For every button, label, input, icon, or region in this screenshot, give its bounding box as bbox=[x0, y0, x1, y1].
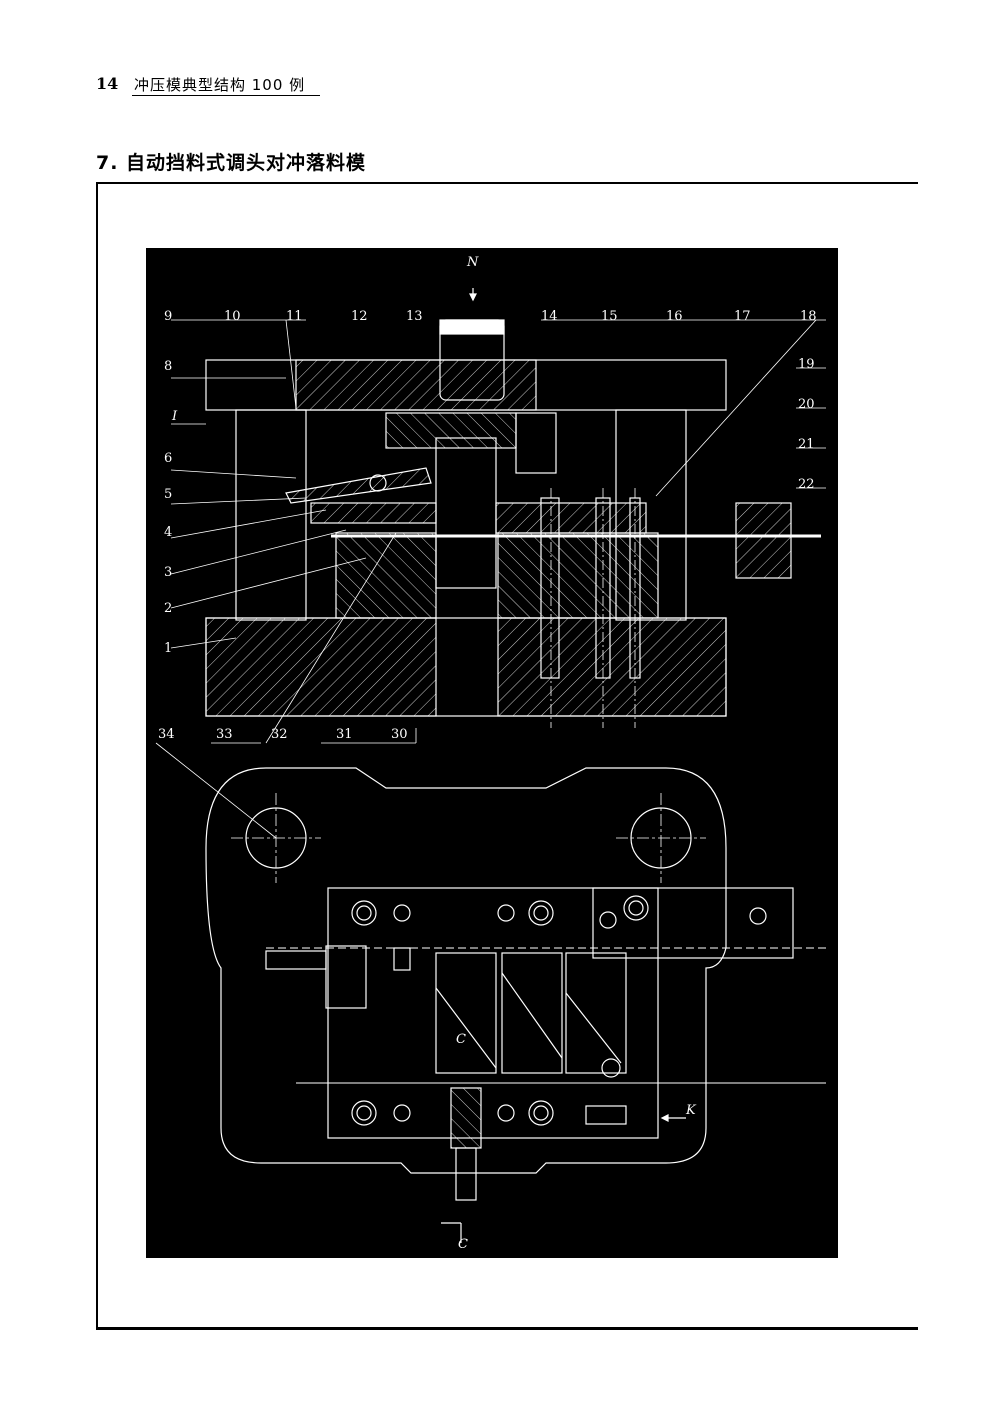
callout-15: 15 bbox=[601, 309, 618, 324]
callout-labels: N I 9 10 11 12 13 14 15 16 17 18 19 20 2… bbox=[158, 255, 817, 1252]
callout-6: 6 bbox=[164, 451, 172, 466]
part-label-i: I bbox=[171, 409, 178, 424]
callout-18: 18 bbox=[800, 309, 817, 324]
plan-view bbox=[205, 767, 826, 1243]
view-mark-k: K bbox=[685, 1103, 697, 1118]
section-mark-c: C bbox=[456, 1032, 466, 1047]
callout-34: 34 bbox=[158, 727, 175, 742]
callout-5: 5 bbox=[164, 487, 172, 502]
callout-21: 21 bbox=[798, 437, 815, 452]
page-header: 14 冲压模典型结构 100 例 bbox=[96, 74, 326, 96]
callout-30: 30 bbox=[391, 727, 408, 742]
callout-17: 17 bbox=[734, 309, 751, 324]
die-assembly-drawing: N I 9 10 11 12 13 14 15 16 17 18 19 20 2… bbox=[155, 255, 826, 1252]
callout-14: 14 bbox=[541, 309, 558, 324]
callout-9: 9 bbox=[164, 309, 172, 324]
book-title: 冲压模典型结构 100 例 bbox=[134, 76, 306, 94]
callout-16: 16 bbox=[666, 309, 683, 324]
callout-19: 19 bbox=[798, 357, 815, 372]
callout-12: 12 bbox=[351, 309, 368, 324]
upper-die-section bbox=[205, 288, 821, 728]
callout-2: 2 bbox=[164, 601, 172, 616]
header-underline bbox=[132, 95, 320, 96]
section-mark-c-lower: C bbox=[458, 1237, 468, 1252]
callout-13: 13 bbox=[406, 309, 423, 324]
page-number: 14 bbox=[96, 74, 119, 93]
callout-3: 3 bbox=[164, 565, 172, 580]
callout-4: 4 bbox=[164, 525, 172, 540]
view-mark-n: N bbox=[466, 255, 479, 270]
callout-10: 10 bbox=[224, 309, 241, 324]
figure-frame bbox=[96, 182, 918, 1330]
callout-33: 33 bbox=[216, 727, 233, 742]
callout-32: 32 bbox=[271, 727, 288, 742]
callout-8: 8 bbox=[164, 359, 172, 374]
section-title: 7. 自动挡料式调头对冲落料模 bbox=[96, 152, 367, 174]
leader-lines bbox=[155, 319, 826, 839]
callout-11: 11 bbox=[286, 309, 303, 324]
technical-drawing: N I 9 10 11 12 13 14 15 16 17 18 19 20 2… bbox=[146, 248, 838, 1258]
callout-22: 22 bbox=[798, 477, 815, 492]
callout-1: 1 bbox=[164, 641, 172, 656]
callout-20: 20 bbox=[798, 397, 815, 412]
callout-31: 31 bbox=[336, 727, 353, 742]
